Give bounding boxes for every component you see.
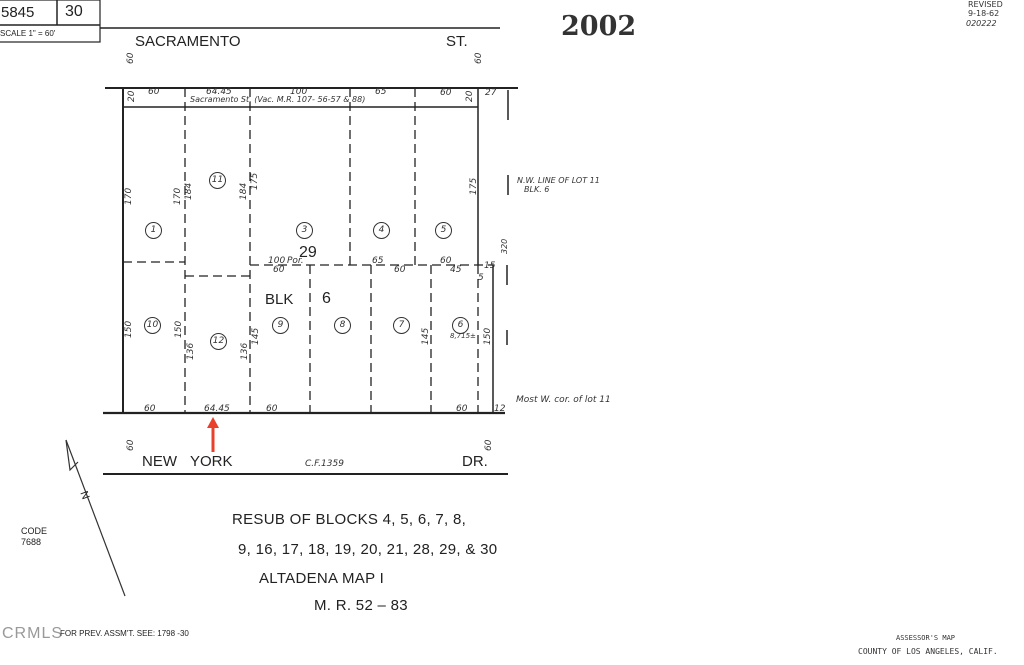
block-number: 6 [322, 290, 331, 307]
street-width: 60 [126, 439, 136, 451]
dimension-label: 175 [250, 172, 260, 190]
dimension-label: 27 [485, 88, 497, 98]
dimension-label: 60 [440, 256, 452, 266]
block-label: BLK [265, 291, 294, 308]
dimension-label: 60 [148, 87, 160, 97]
crmls-watermark: CRMLS [2, 625, 64, 642]
dimension-label: 5 [478, 273, 484, 283]
dimension-label: 145 [251, 327, 261, 345]
lot-6[interactable]: 6 [452, 317, 469, 334]
revision-code: 020222 [966, 19, 997, 28]
portion-block-number: 29 [299, 244, 317, 261]
dimension-label: 65 [372, 256, 384, 266]
dimension-label: 20 [127, 90, 137, 102]
nw-line-blk-note: BLK. 6 [524, 185, 550, 194]
dimension-label: 60 [144, 404, 156, 414]
dimension-label: 175 [469, 177, 479, 195]
dimension-label: 60 [273, 265, 285, 275]
caption-line-4: M. R. 52 – 83 [314, 597, 408, 614]
street-width: 60 [126, 52, 136, 64]
street-suffix-dr: DR. [462, 453, 488, 470]
lot-12[interactable]: 12 [210, 333, 227, 350]
dimension-label: 100 [268, 256, 286, 266]
dimension-label: 150 [174, 320, 184, 338]
caption-line-1: RESUB OF BLOCKS 4, 5, 6, 7, 8, [232, 511, 467, 528]
dimension-label: 60 [456, 404, 468, 414]
lot-8[interactable]: 8 [334, 317, 351, 334]
dimension-label: 170 [173, 187, 183, 205]
lot-1[interactable]: 1 [145, 222, 162, 239]
street-name-sacramento: SACRAMENTO [135, 33, 241, 50]
lot-4[interactable]: 4 [373, 222, 390, 239]
lot-3[interactable]: 3 [296, 222, 313, 239]
dimension-label: 150 [483, 327, 493, 345]
map-year: 2002 [561, 11, 637, 42]
caption-line-2: 9, 16, 17, 18, 19, 20, 21, 28, 29, & 30 [238, 541, 498, 558]
dimension-label: 170 [124, 187, 134, 205]
dimension-label: 64.45 [206, 87, 232, 97]
street-name-new: NEW [142, 453, 177, 470]
vacated-street-note: Sacramento St. (Vac. M.R. 107- 56-57 & 8… [190, 95, 366, 104]
revised-label: REVISED [968, 0, 1003, 9]
red-arrow-marker-icon [207, 417, 219, 452]
dimension-label: 60 [394, 265, 406, 275]
dimension-label: 184 [184, 182, 194, 200]
prev-assessment-note: FOR PREV. ASSM'T. SEE: 1798 -30 [60, 629, 189, 638]
street-name-york: YORK [190, 453, 233, 470]
portion-label: Por. [287, 256, 304, 266]
map-page-number: 30 [65, 3, 83, 20]
dimension-label: 150 [124, 320, 134, 338]
street-width: 60 [474, 52, 484, 64]
lot-7[interactable]: 7 [393, 317, 410, 334]
map-scale: SCALE 1" = 60' [0, 29, 56, 38]
lot-11[interactable]: 11 [209, 172, 226, 189]
code-value: 7688 [21, 537, 42, 547]
nw-line-note: N.W. LINE OF LOT 11 [517, 176, 600, 185]
dimension-label: 64.45 [204, 404, 230, 414]
dimension-label: 45 [450, 265, 462, 275]
dimension-label: 65 [375, 87, 387, 97]
dimension-label: 184 [239, 182, 249, 200]
dimension-label: 100 [290, 87, 308, 97]
most-w-corner-note: Most W. cor. of lot 11 [516, 395, 611, 405]
street-width: 60 [484, 439, 494, 451]
dimension-label: 60 [266, 404, 278, 414]
lot-6-area: 8,715± [450, 332, 476, 340]
dimension-label: 60 [440, 88, 452, 98]
dimension-label: 136 [240, 342, 250, 360]
lot-9[interactable]: 9 [272, 317, 289, 334]
revised-date: 9-18-62 [968, 9, 1000, 18]
dimension-label: 136 [186, 342, 196, 360]
assessor-map-label: ASSESSOR'S MAP [896, 634, 956, 642]
dimension-label: 20 [465, 90, 475, 102]
lot-5[interactable]: 5 [435, 222, 452, 239]
north-arrow-icon [65, 439, 126, 597]
map-book-number: 5845 [1, 4, 35, 21]
county-label: COUNTY OF LOS ANGELES, CALIF. [858, 647, 998, 656]
lot-10[interactable]: 10 [144, 317, 161, 334]
dimension-label: 320 [500, 238, 509, 254]
dimension-label: 12 [494, 404, 506, 414]
street-cf-number: C.F.1359 [305, 459, 344, 469]
caption-line-3: ALTADENA MAP I [259, 570, 385, 587]
code-label: CODE [21, 526, 48, 536]
street-suffix-st: ST. [446, 33, 468, 50]
dimension-label: 15 [484, 261, 496, 271]
dimension-label: 145 [421, 327, 431, 345]
